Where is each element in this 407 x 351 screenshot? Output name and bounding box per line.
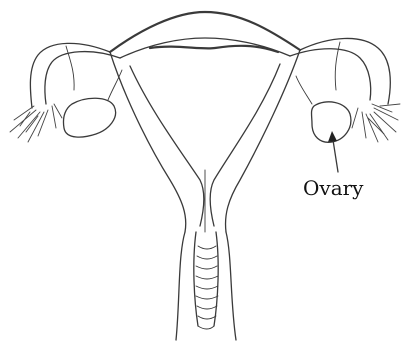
uterus-fundus xyxy=(110,12,300,58)
left-ovary xyxy=(63,70,122,137)
right-fallopian-tube xyxy=(290,38,390,104)
uterine-body xyxy=(110,50,300,232)
cervix-vagina xyxy=(176,232,236,340)
right-fimbriae xyxy=(352,104,400,142)
ovary-label: Ovary xyxy=(303,176,363,200)
left-fallopian-tube xyxy=(30,43,120,108)
left-fimbriae xyxy=(10,104,62,142)
right-ovary xyxy=(296,76,351,142)
ovary-pointer-arrow xyxy=(328,131,338,172)
